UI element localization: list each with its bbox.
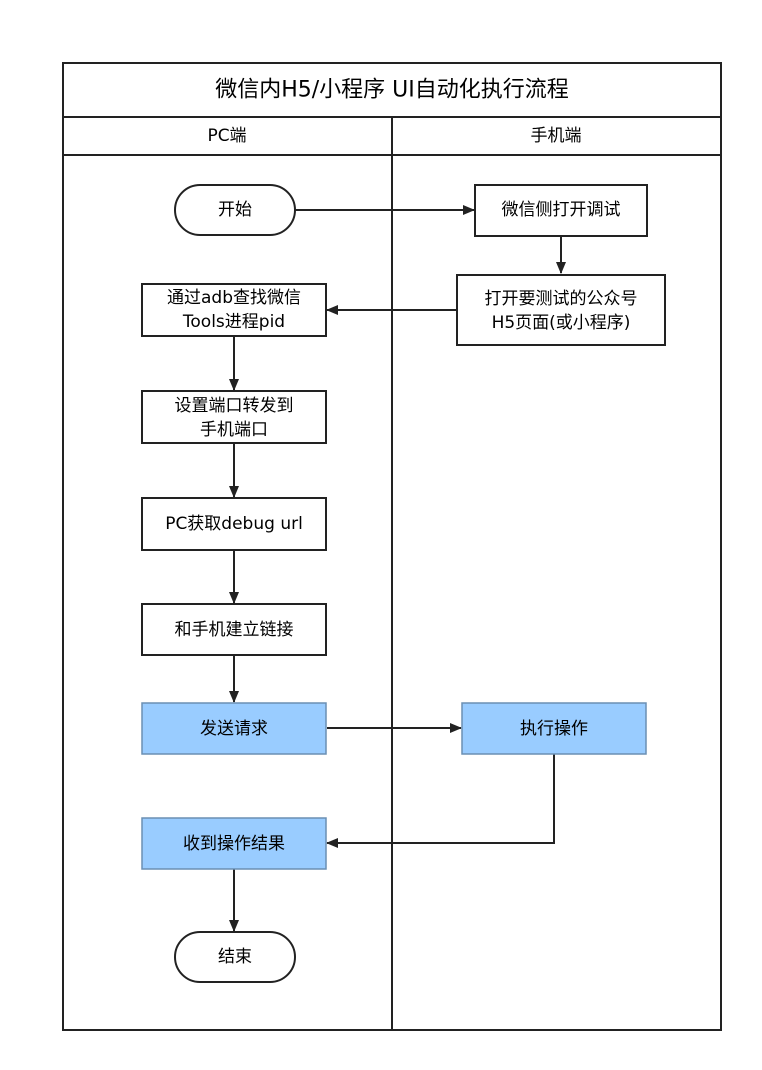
node-receive-result: 收到操作结果 [141, 817, 327, 870]
diagram-title: 微信内H5/小程序 UI自动化执行流程 [215, 78, 569, 103]
node-adb-find-label-line1: 通过adb查找微信 [167, 288, 301, 308]
node-wechat-debug: 微信侧打开调试 [474, 184, 648, 237]
node-end: 结束 [174, 931, 296, 983]
node-open-page: 打开要测试的公众号 H5页面(或小程序) [456, 274, 666, 346]
node-adb-find-label-line2: Tools进程pid [182, 312, 285, 332]
arrow-execute-to-receive-result [326, 754, 555, 848]
node-execute-label: 执行操作 [520, 719, 588, 739]
lane-header-phone: 手机端 [531, 126, 582, 146]
node-wechat-debug-label: 微信侧打开调试 [502, 200, 621, 220]
swimlane-frame [62, 62, 722, 1031]
node-execute: 执行操作 [461, 702, 647, 755]
node-open-page-label-line2: H5页面(或小程序) [492, 313, 631, 333]
node-receive-result-label: 收到操作结果 [183, 834, 285, 854]
node-connect-label: 和手机建立链接 [175, 620, 294, 640]
node-send-request-label: 发送请求 [200, 719, 268, 739]
node-start-label: 开始 [218, 200, 252, 220]
node-adb-find: 通过adb查找微信 Tools进程pid [141, 283, 327, 337]
node-get-url-label: PC获取debug url [165, 514, 303, 534]
node-send-request: 发送请求 [141, 702, 327, 755]
node-end-label: 结束 [218, 947, 252, 967]
node-get-url: PC获取debug url [141, 497, 327, 551]
connectors [229, 205, 566, 932]
node-port-forward: 设置端口转发到 手机端口 [141, 390, 327, 444]
node-connect: 和手机建立链接 [141, 603, 327, 656]
node-start: 开始 [174, 184, 296, 236]
node-port-forward-label-line1: 设置端口转发到 [175, 396, 294, 416]
node-port-forward-label-line2: 手机端口 [200, 420, 268, 440]
lane-header-pc: PC端 [207, 126, 246, 146]
node-open-page-label-line1: 打开要测试的公众号 [485, 289, 638, 309]
